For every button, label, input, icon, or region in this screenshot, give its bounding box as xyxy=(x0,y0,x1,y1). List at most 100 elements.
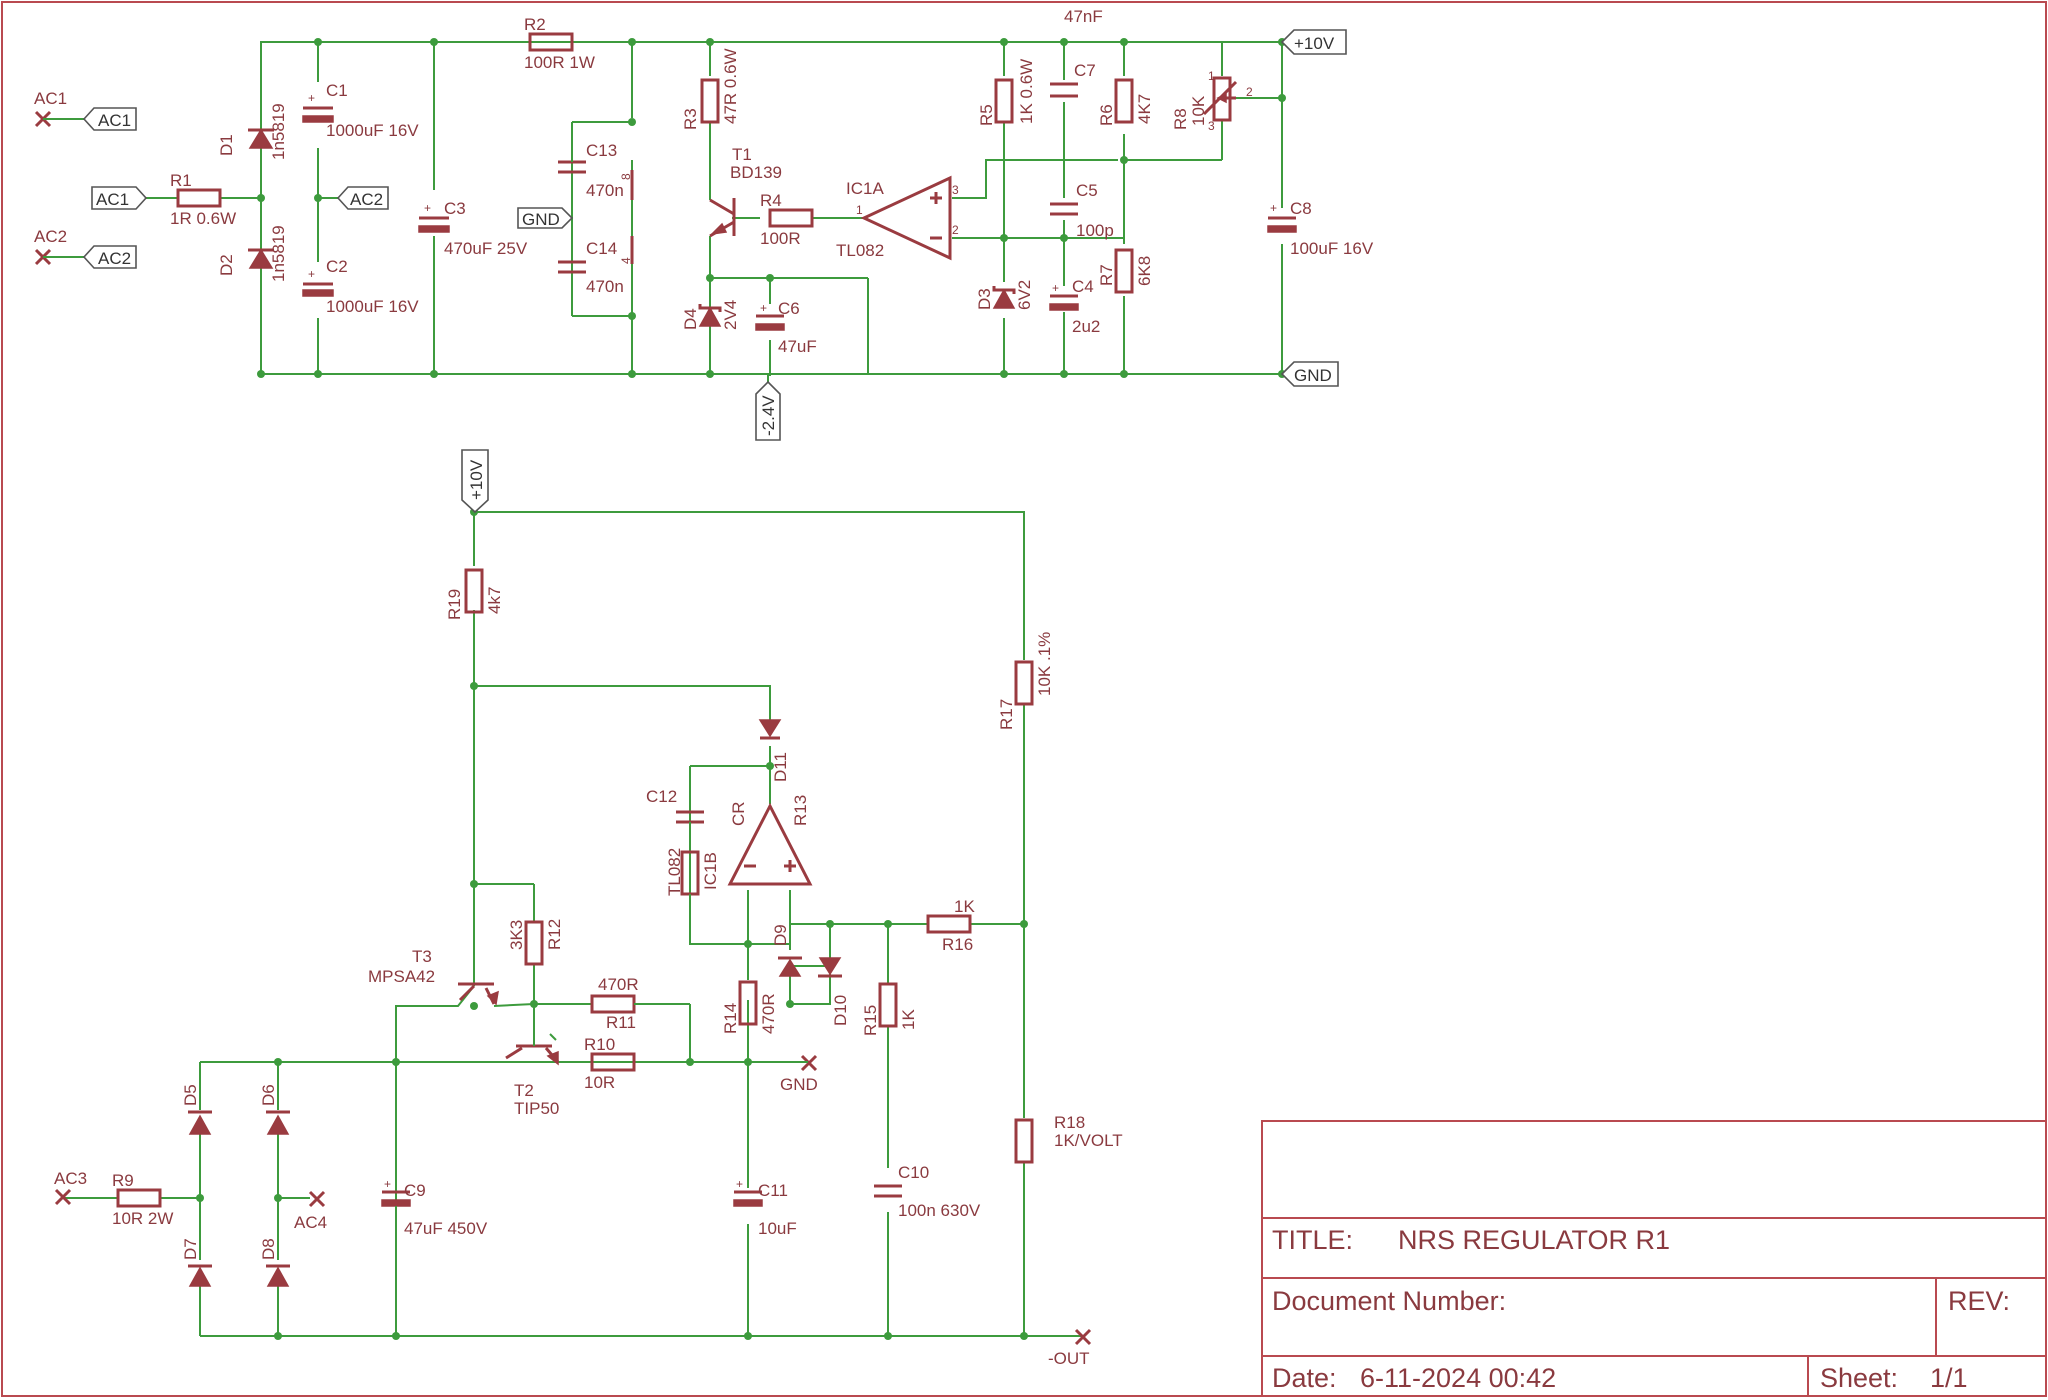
svg-text:-OUT: -OUT xyxy=(1048,1349,1090,1368)
diode-d6: D6 xyxy=(259,1084,290,1135)
capacitor-c3: + C3 470uF 25V xyxy=(418,199,528,258)
resistor-r2: R2 100R 1W xyxy=(524,15,595,72)
diode-d10: D10 xyxy=(818,957,850,1026)
svg-text:T2: T2 xyxy=(514,1081,534,1100)
svg-text:D8: D8 xyxy=(259,1238,278,1260)
svg-text:1n5819: 1n5819 xyxy=(269,225,288,282)
svg-text:+: + xyxy=(384,1177,391,1191)
svg-text:GND: GND xyxy=(522,210,560,229)
transistor-t2: T2 TIP50 xyxy=(505,1004,559,1118)
top-circuit-wires xyxy=(220,41,1283,404)
svg-text:BD139: BD139 xyxy=(730,163,782,182)
svg-text:470R: 470R xyxy=(598,975,639,994)
svg-text:R10: R10 xyxy=(584,1035,615,1054)
svg-text:C2: C2 xyxy=(326,257,348,276)
document-number-label: Document Number: xyxy=(1272,1286,1506,1316)
svg-text:C6: C6 xyxy=(778,299,800,318)
svg-text:8: 8 xyxy=(619,173,633,180)
rev-label: REV: xyxy=(1948,1286,2010,1316)
svg-text:+10V: +10V xyxy=(467,459,486,500)
net-label-ac4: AC4 xyxy=(294,1190,327,1232)
net-label-ac1-left: AC1 xyxy=(91,186,148,210)
svg-text:C13: C13 xyxy=(586,141,617,160)
net-label-ac2-mid: AC2 xyxy=(318,186,389,210)
diode-d11: D11 xyxy=(758,719,790,782)
svg-text:47uF: 47uF xyxy=(778,337,817,356)
svg-text:470n: 470n xyxy=(586,181,624,200)
svg-text:+: + xyxy=(1052,281,1059,295)
svg-text:R12: R12 xyxy=(545,919,564,950)
svg-text:470R: 470R xyxy=(759,993,778,1034)
resistor-r9: R9 10R 2W xyxy=(64,1171,173,1228)
title-block: TITLE: NRS REGULATOR R1 Document Number:… xyxy=(1261,1120,2047,1397)
diode-d7: D7 xyxy=(181,1238,212,1287)
resistor-r5: R5 1K 0.6W xyxy=(977,59,1036,126)
svg-text:T1: T1 xyxy=(732,145,752,164)
svg-text:1: 1 xyxy=(1208,69,1215,83)
resistor-r4: R4 100R xyxy=(760,191,814,248)
capacitor-c10: C10 100n 630V xyxy=(874,1163,981,1220)
capacitor-c12: C12 xyxy=(646,766,704,852)
svg-text:R16: R16 xyxy=(942,935,973,954)
svg-text:10K: 10K xyxy=(1189,95,1208,126)
svg-text:2V4: 2V4 xyxy=(721,300,740,330)
svg-text:C8: C8 xyxy=(1290,199,1312,218)
date-label: Date: xyxy=(1272,1363,1337,1393)
svg-text:1n5819: 1n5819 xyxy=(269,103,288,160)
resistor-r15: R15 1K xyxy=(861,982,918,1036)
resistor-r12: 3K3 R12 xyxy=(507,919,564,966)
svg-text:AC3: AC3 xyxy=(54,1169,87,1188)
svg-text:2: 2 xyxy=(1246,85,1253,99)
resistor-r1: R1 1R 0.6W xyxy=(136,171,236,228)
svg-text:C10: C10 xyxy=(898,1163,929,1182)
svg-text:D10: D10 xyxy=(831,995,850,1026)
svg-text:470uF 25V: 470uF 25V xyxy=(444,239,528,258)
svg-text:+: + xyxy=(1270,201,1277,215)
sheet-label: Sheet: xyxy=(1820,1363,1898,1393)
svg-text:R4: R4 xyxy=(760,191,782,210)
svg-text:6K8: 6K8 xyxy=(1135,256,1154,286)
svg-text:4K7: 4K7 xyxy=(1135,94,1154,124)
svg-text:D6: D6 xyxy=(259,1084,278,1106)
svg-text:+: + xyxy=(424,201,431,215)
capacitor-c7: C7 47nF xyxy=(1050,7,1103,98)
zener-d4: D4 2V4 xyxy=(681,300,740,330)
svg-text:C9: C9 xyxy=(404,1181,426,1200)
diode-d5: D5 xyxy=(181,1084,212,1135)
svg-text:AC2: AC2 xyxy=(34,227,67,246)
svg-text:R17: R17 xyxy=(997,699,1016,730)
svg-text:+: + xyxy=(308,91,315,105)
svg-text:CR: CR xyxy=(729,801,748,826)
diode-d9: D9 xyxy=(771,924,802,977)
resistor-r3: R3 47R 0.6W xyxy=(681,48,740,130)
svg-text:1K: 1K xyxy=(954,897,975,916)
capacitor-c1: + C1 1000uF 16V xyxy=(302,81,419,140)
capacitor-c4: + C4 2u2 xyxy=(1049,277,1100,336)
svg-text:+: + xyxy=(760,301,767,315)
svg-text:100R 1W: 100R 1W xyxy=(524,53,595,72)
svg-text:R11: R11 xyxy=(606,1013,636,1032)
resistor-r11: 470R R11 xyxy=(534,975,690,1032)
sheet-value: 1/1 xyxy=(1930,1363,1968,1393)
svg-text:C3: C3 xyxy=(444,199,466,218)
top-junctions xyxy=(257,38,1286,378)
svg-text:D4: D4 xyxy=(681,308,700,330)
capacitor-c13: C13 470n 8 xyxy=(558,122,634,200)
svg-text:AC1: AC1 xyxy=(98,111,131,130)
capacitor-c8: + C8 100uF 16V xyxy=(1267,199,1374,258)
svg-text:+: + xyxy=(308,267,315,281)
svg-text:R8: R8 xyxy=(1171,108,1190,130)
svg-text:R3: R3 xyxy=(681,108,700,130)
svg-text:1K 0.6W: 1K 0.6W xyxy=(1017,59,1036,124)
capacitor-c2: + C2 1000uF 16V xyxy=(302,257,419,316)
resistor-r19: R19 4k7 xyxy=(445,568,504,620)
svg-text:R6: R6 xyxy=(1097,104,1116,126)
transistor-t1: T1 BD139 xyxy=(709,145,782,238)
net-label-plus10v-top: +10V xyxy=(1280,29,1347,55)
svg-text:TL082: TL082 xyxy=(665,848,684,896)
svg-text:100p: 100p xyxy=(1076,221,1114,240)
svg-text:1: 1 xyxy=(856,203,863,217)
svg-text:2: 2 xyxy=(952,223,959,237)
svg-text:-2.4V: -2.4V xyxy=(759,395,778,436)
